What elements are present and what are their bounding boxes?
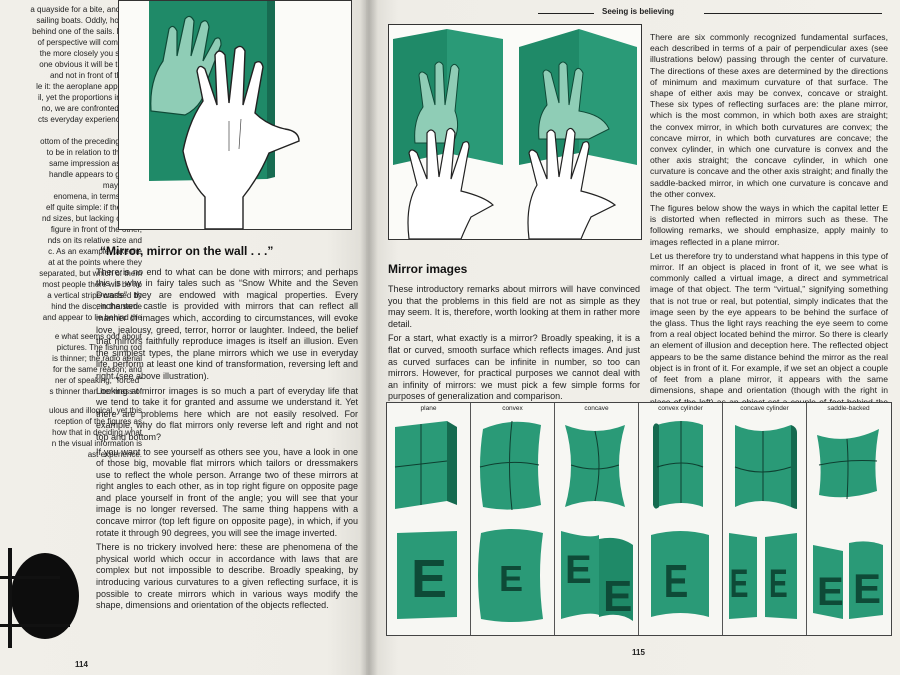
book-gutter-shadow [360, 0, 378, 675]
concave-mirror-reflection: E E [561, 531, 633, 621]
running-head: Seeing is believing [602, 7, 675, 16]
right-column-text: There are six commonly recognized fundam… [650, 32, 888, 433]
convex-mirror-reflection: E [478, 529, 543, 622]
fragment-line: figure in front of the other, [50, 225, 142, 234]
concave-cylinder-reflection: E E [729, 533, 797, 619]
hand-mirror-illustration [118, 0, 352, 230]
left-paragraph-1: There is no end to what can be done with… [96, 266, 358, 381]
left-heading: “Mirror, mirror on the wall . . .” [100, 244, 274, 258]
fragment-line: is thinner; the radio aerial [52, 354, 142, 363]
concave-mirror-shape [565, 425, 625, 507]
fragment-line: cts everyday experience, and [37, 115, 142, 124]
fragment-line: one obvious it will be that the [39, 60, 142, 69]
right-page-number: 115 [632, 648, 645, 657]
fragment-line: handle appears to go right [49, 170, 142, 179]
right-heading: Mirror images [388, 262, 468, 276]
black-disc-graphic [0, 548, 79, 648]
mirror-label-convex: convex [502, 405, 523, 412]
header-rule-left [538, 13, 594, 14]
fragment-line: enomena, in terms of the [53, 192, 143, 201]
concave-letter-e-1: E [565, 548, 592, 592]
left-page-number: 114 [75, 660, 88, 669]
column-paragraph-2: The figures below show the ways in which… [650, 203, 888, 247]
fragment-line: elf quite simple: if there are [45, 203, 142, 212]
fragment-line: le it: the aeroplane appears to [36, 82, 142, 91]
left-page: a quayside for a bite, and some sailing b… [0, 0, 372, 675]
fragment-line: n the visual information is [51, 439, 142, 448]
fragment-line: nds on its relative size and [47, 236, 142, 245]
mirror-label-concave-cylinder: concave cylinder [740, 405, 789, 412]
mirror-cell-concave: concave E E [555, 403, 639, 635]
fragment-line: ulous and illogical, yet this [49, 406, 142, 415]
concave-cylinder-shape [734, 425, 797, 509]
mirror-cell-concave-cylinder: concave cylinder E E [723, 403, 807, 635]
mirror-cell-plane: plane E [387, 403, 471, 635]
fragment-line: to be in relation to the girl's [46, 148, 142, 157]
left-paragraph-4: There is no trickery involved here: thes… [96, 542, 358, 611]
fragment-line: most people there will be no [42, 280, 142, 289]
convex-cylinder-reflection: E [651, 531, 709, 617]
left-paragraph-2: Looking at mirror images is so much a pa… [96, 385, 358, 442]
mirror-label-concave: concave [584, 405, 609, 412]
intro-paragraph-1: These introductory remarks about mirrors… [388, 284, 640, 329]
fragment-line: c. As an example, take the [48, 247, 142, 256]
fragment-line: ottom of the preceding page, [40, 137, 142, 146]
fragment-line: e what seems odd about [54, 332, 142, 341]
concave-letter-e-2: E [603, 572, 632, 621]
column-paragraph-1: There are six commonly recognized fundam… [650, 32, 888, 199]
left-article: “Mirror, mirror on the wall . . .” There… [96, 244, 358, 615]
left-paragraph-3: If you want to see yourself as others se… [96, 446, 358, 538]
plane-mirror-shape [394, 421, 457, 509]
right-intro-text: These introductory remarks about mirrors… [388, 284, 640, 406]
fragment-line: separated, but which of them [39, 269, 142, 278]
plane-mirror-reflection: E [397, 531, 457, 619]
saddle-letter-e-2: E [853, 565, 881, 612]
mirror-hands-illustration [388, 24, 642, 240]
fragment-line: sailing boats. Oddly, however, [36, 16, 142, 25]
concave-cylinder-letter-e-2: E [769, 562, 788, 606]
header-rule-right [704, 13, 882, 14]
convex-letter-e: E [499, 558, 523, 599]
fragment-line: for the same reason; and [53, 365, 142, 374]
convex-cylinder-shape [653, 421, 704, 509]
plane-letter-e: E [411, 549, 447, 609]
fragment-line: il, yet the proportions indicate [37, 93, 142, 102]
saddle-letter-e-1: E [817, 570, 844, 614]
fragment-line: hind the disc, in the same [51, 302, 142, 311]
fragment-line: same impression as in the [49, 159, 142, 168]
fragment-line: pictures. The fishing rod [56, 343, 142, 352]
fragment-line: ast experience. [87, 450, 142, 459]
saddle-backed-shape [817, 429, 879, 500]
fragment-line: ner of speaking, "forced" [54, 376, 142, 385]
convex-cylinder-letter-e: E [664, 555, 689, 607]
fragment-line: a quayside for a bite, and some [30, 5, 142, 14]
concave-cylinder-letter-e-1: E [730, 562, 749, 606]
fragment-line: nd sizes, but lacking outline, [41, 214, 142, 223]
fragment-line: at at the points where they [48, 258, 142, 267]
saddle-backed-reflection: E E [813, 541, 883, 619]
fragment-line: rception of the figures as [54, 417, 142, 426]
mirror-label-convex-cylinder: convex cylinder [658, 405, 703, 412]
mirror-label-saddle-backed: saddle-backed [827, 405, 870, 412]
convex-mirror-shape [479, 420, 541, 511]
mirror-cell-convex: convex E [471, 403, 555, 635]
fragment-line: behind one of the sails. Experi- [32, 27, 142, 36]
fragment-line: a vertical stripe crossed by [47, 291, 142, 300]
fragment-line: no, we are confronted with a [41, 104, 142, 113]
intro-paragraph-2: For a start, what exactly is a mirror? B… [388, 333, 640, 402]
fragment-line: the more closely you stare at [39, 49, 142, 58]
mirror-cell-convex-cylinder: convex cylinder E [639, 403, 723, 635]
mirror-label-plane: plane [420, 405, 437, 412]
fragment-line: s thinner than her mass of [49, 387, 143, 396]
fragment-line: and appear to lie behind the [42, 313, 142, 322]
mirror-cell-saddle-backed: saddle-backed E E [807, 403, 890, 635]
mirror-types-table: plane E convex E [386, 402, 892, 636]
fragment-line: of perspective will combine to [37, 38, 143, 47]
fragment-line: and not in front of the sail. [49, 71, 142, 80]
left-fragment-column: a quayside for a bite, and some sailing b… [0, 4, 142, 460]
fragment-line: how that in deciding what [52, 428, 142, 437]
